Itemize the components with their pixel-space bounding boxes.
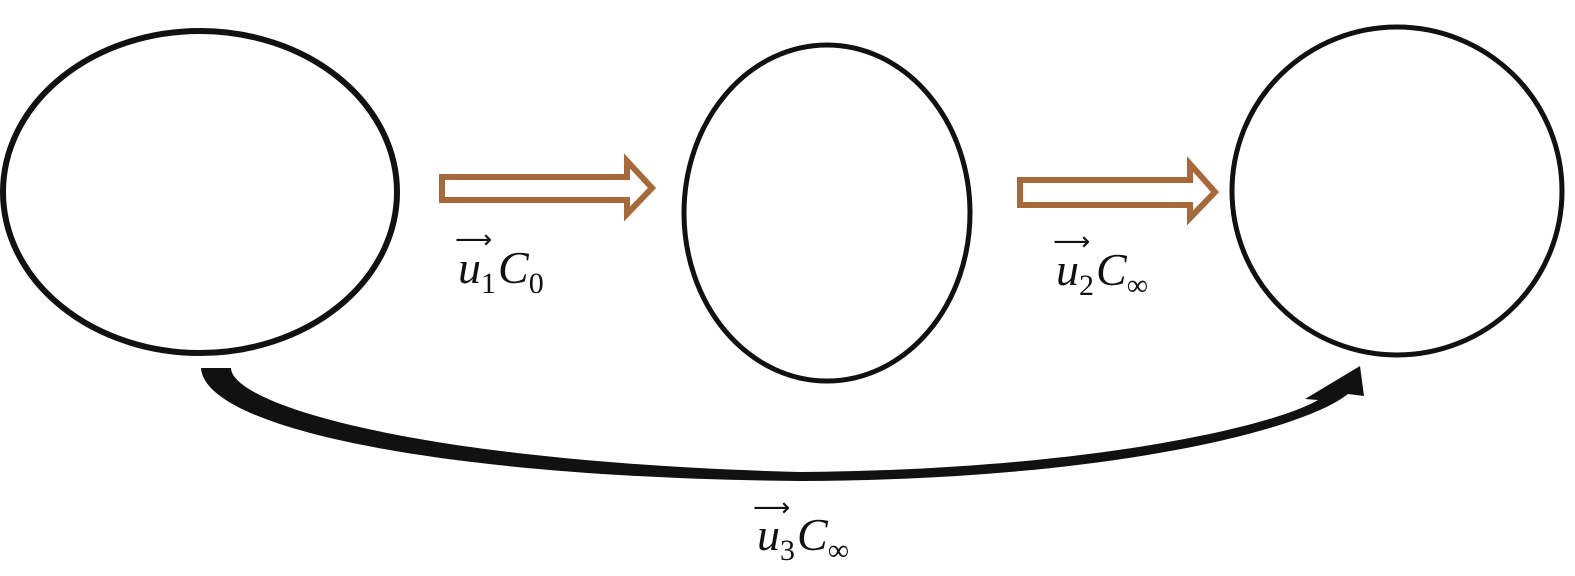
transition-3-label: ⟶ u3C∞	[753, 493, 849, 567]
svg-text:⟶: ⟶	[455, 225, 492, 255]
svg-text:⟶: ⟶	[753, 493, 790, 523]
transition-1-arrow	[439, 153, 657, 222]
svg-text:⟶: ⟶	[1053, 227, 1090, 257]
transition-3-curved-arrow	[201, 366, 1364, 481]
transition-2-arrow	[1017, 156, 1220, 226]
state-2-ellipse	[681, 42, 973, 384]
svg-text:u2C∞: u2C∞	[1056, 244, 1148, 302]
state-3-ellipse	[1229, 24, 1565, 358]
transition-1-label: ⟶ u1C0	[455, 225, 544, 300]
svg-text:u1C0: u1C0	[458, 242, 544, 300]
svg-text:u3C∞: u3C∞	[757, 509, 849, 567]
transition-2-label: ⟶ u2C∞	[1053, 227, 1148, 302]
state-1-ellipse	[0, 28, 400, 356]
